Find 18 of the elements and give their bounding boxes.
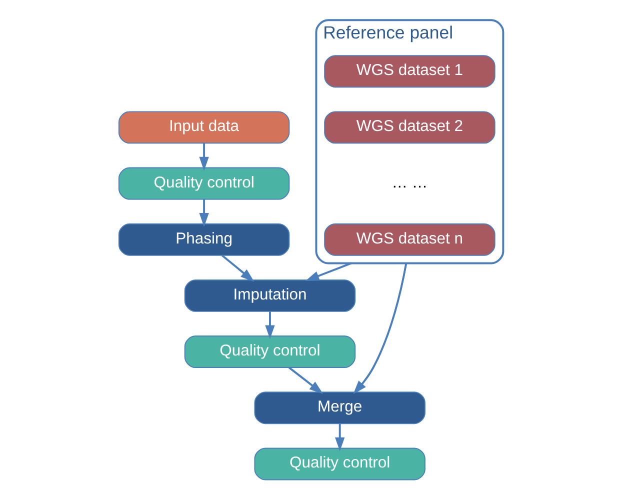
node-box: WGS dataset 2 <box>324 111 495 144</box>
label: … … <box>391 174 428 192</box>
node-box: Merge <box>254 392 425 424</box>
arrow <box>198 199 208 227</box>
node-box: Imputation <box>184 279 356 312</box>
arrow <box>220 254 254 282</box>
arrow <box>288 366 323 394</box>
node-box: WGS dataset 1 <box>324 55 495 88</box>
arrow <box>198 143 208 171</box>
node-box: WGS dataset n <box>324 223 495 256</box>
arrow <box>334 424 344 452</box>
node-box: Quality control <box>118 167 290 200</box>
node-box: Phasing <box>118 223 290 256</box>
arrow <box>352 263 407 394</box>
node-box: Input data <box>118 111 290 144</box>
arrow <box>264 311 274 339</box>
node-box: Quality control <box>254 448 425 480</box>
node-box: Quality control <box>184 336 356 368</box>
